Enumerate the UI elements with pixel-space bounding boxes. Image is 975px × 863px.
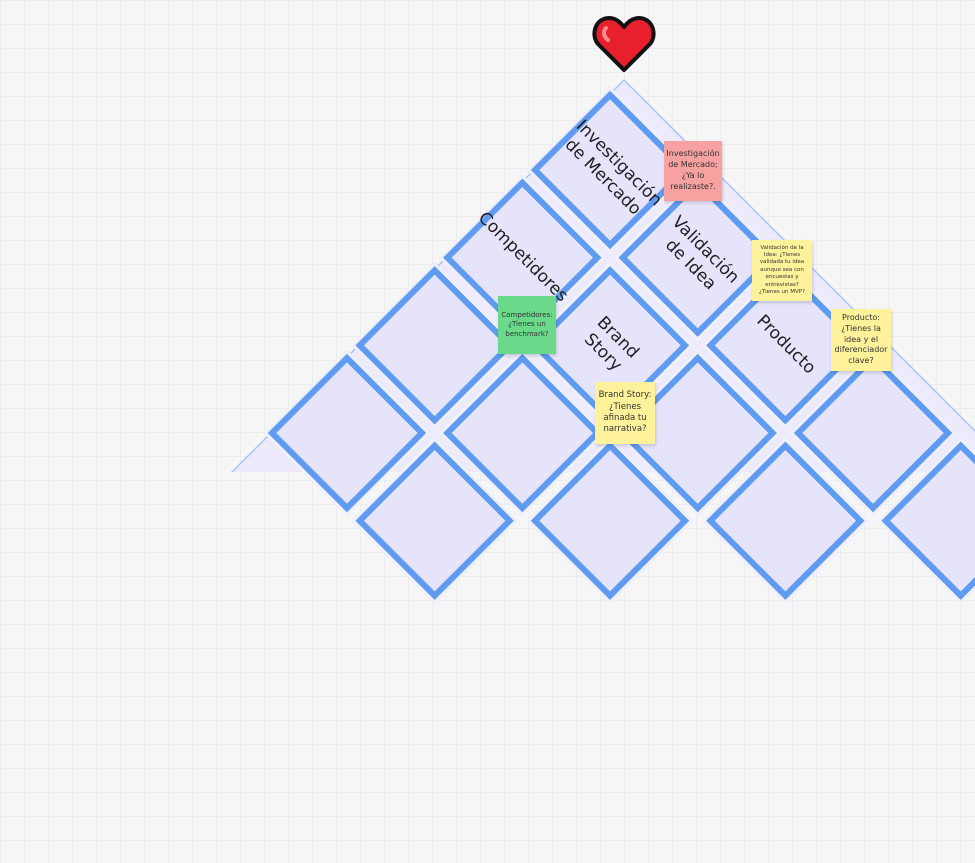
note-text: Validación de la Idea: ¿Tienes validada …: [759, 244, 805, 296]
sticky-note-brand-story[interactable]: Brand Story: ¿Tienes afinada tu narrativ…: [595, 382, 655, 444]
cell-label: Investigación de Mercado: [560, 116, 667, 220]
sticky-note-producto[interactable]: Producto: ¿Tienes la idea y el diferenci…: [831, 309, 891, 371]
sticky-note-competidores[interactable]: Competidores: ¿Tienes un benchmark?: [498, 296, 556, 354]
note-text: Producto: ¿Tienes la idea y el diferenci…: [834, 313, 888, 366]
note-text: Competidores: ¿Tienes un benchmark?: [501, 310, 553, 338]
sticky-note-validacion[interactable]: Validación de la Idea: ¿Tienes validada …: [752, 240, 812, 301]
cell-label: Competidores: [473, 208, 572, 307]
sticky-note-investigacion[interactable]: Investigación de Mercado; ¿Ya lo realiza…: [664, 141, 722, 201]
cell-label: Brand Story: [579, 312, 643, 376]
heart-icon: [592, 14, 656, 78]
cell-label: Producto: [752, 311, 820, 379]
note-text: Brand Story: ¿Tienes afinada tu narrativ…: [598, 390, 652, 435]
cell-label: Validación de Idea: [661, 212, 744, 295]
note-text: Investigación de Mercado; ¿Ya lo realiza…: [666, 149, 720, 191]
